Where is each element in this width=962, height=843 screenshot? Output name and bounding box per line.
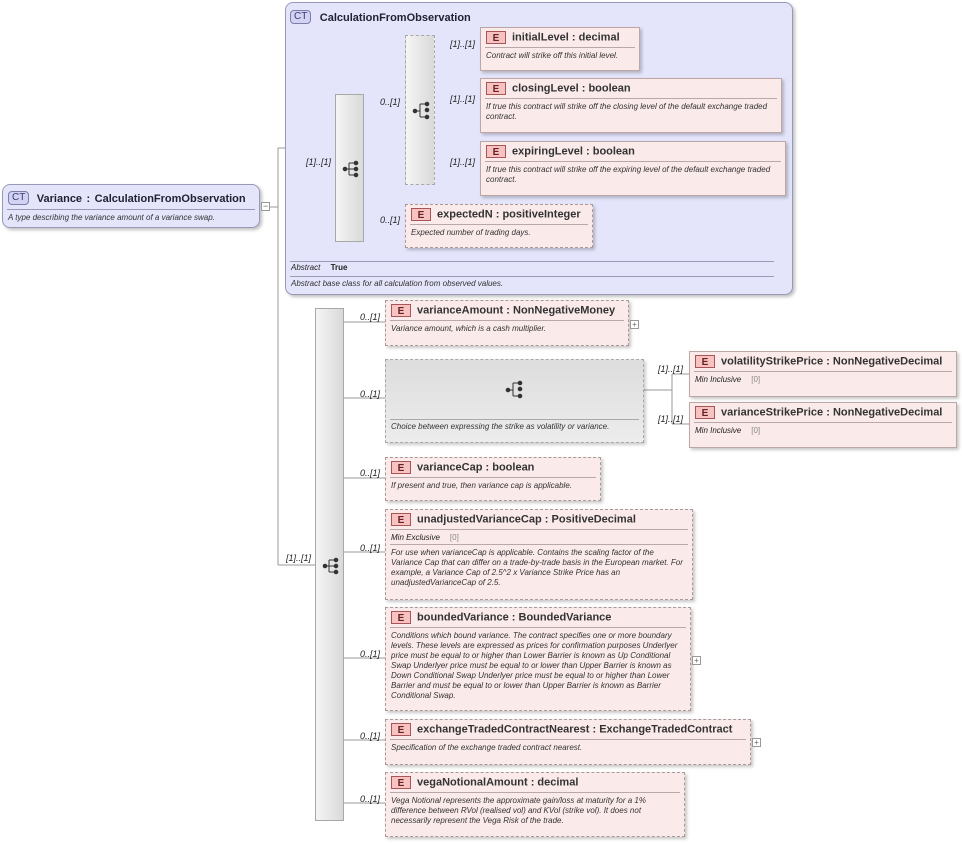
element-description: If true this contract will strike off th… bbox=[486, 102, 768, 121]
choice-icon bbox=[412, 101, 430, 120]
sequence-compositor[interactable] bbox=[335, 94, 364, 242]
sequence-icon bbox=[342, 160, 359, 178]
complex-type-icon: CT bbox=[290, 9, 312, 24]
element-icon: E bbox=[695, 355, 715, 368]
cardinality-label: 0..[1] bbox=[360, 468, 381, 478]
element-icon: E bbox=[486, 82, 506, 95]
cardinality-label: [1]..[1] bbox=[450, 157, 476, 167]
main-sequence-cardinality: [1]..[1] bbox=[286, 553, 312, 563]
collapse-icon[interactable]: − bbox=[261, 201, 270, 211]
element-description: Variance amount, which is a cash multipl… bbox=[391, 324, 547, 333]
element-icon: E bbox=[391, 723, 411, 736]
root-description: A type describing the variance amount of… bbox=[8, 213, 215, 222]
cardinality-label: 0..[1] bbox=[380, 215, 401, 225]
element-icon: E bbox=[486, 145, 506, 158]
element-icon: E bbox=[695, 406, 715, 419]
base-choice-cardinality: 0..[1] bbox=[380, 97, 401, 107]
sequence-compositor[interactable] bbox=[315, 308, 344, 821]
cardinality-label: [1]..[1] bbox=[658, 414, 684, 424]
element-description: Vega Notional represents the approximate… bbox=[391, 796, 646, 825]
facet-row: Min Exclusive[0] bbox=[391, 533, 459, 542]
expand-icon[interactable]: + bbox=[692, 656, 701, 665]
root-name: Variance bbox=[36, 193, 83, 205]
facet-row: Min Inclusive[0] bbox=[695, 426, 761, 435]
cardinality-label: 0..[1] bbox=[360, 543, 381, 553]
element-description: If true this contract will strike off th… bbox=[486, 165, 771, 184]
cardinality-label: 0..[1] bbox=[360, 389, 381, 399]
element-icon: E bbox=[391, 461, 411, 474]
choice-description: Choice between expressing the strike as … bbox=[391, 422, 610, 431]
cardinality-label: [1]..[1] bbox=[450, 39, 476, 49]
base-description: Abstract base class for all calculation … bbox=[291, 279, 504, 288]
choice-compositor[interactable] bbox=[405, 35, 435, 185]
element-description: For use when varianceCap is applicable. … bbox=[391, 548, 683, 587]
cardinality-label: 0..[1] bbox=[360, 649, 381, 659]
complex-type-icon: CT bbox=[8, 190, 30, 205]
element-icon: E bbox=[391, 611, 411, 624]
expand-icon[interactable]: + bbox=[630, 320, 639, 329]
root-type-box[interactable]: CT Variance : CalculationFromObservation… bbox=[2, 184, 260, 228]
cardinality-label: [1]..[1] bbox=[450, 94, 476, 104]
element-description: Specification of the exchange traded con… bbox=[391, 743, 583, 752]
sequence-icon bbox=[322, 557, 339, 575]
element-icon: E bbox=[391, 513, 411, 526]
cardinality-label: 0..[1] bbox=[360, 731, 381, 741]
abstract-row: Abstract True bbox=[291, 263, 347, 272]
strike-choice-compositor[interactable]: Choice between expressing the strike as … bbox=[385, 359, 644, 443]
abstract-label: Abstract bbox=[291, 263, 321, 272]
base-sequence-cardinality: [1]..[1] bbox=[306, 157, 332, 167]
element-description: Contract will strike off this initial le… bbox=[486, 51, 619, 60]
root-separator: : bbox=[86, 193, 91, 205]
facet-row: Min Inclusive[0] bbox=[695, 375, 761, 384]
element-icon: E bbox=[391, 776, 411, 789]
cardinality-label: 0..[1] bbox=[360, 794, 381, 804]
element-icon: E bbox=[486, 31, 506, 44]
abstract-value: True bbox=[330, 263, 348, 272]
cardinality-label: 0..[1] bbox=[360, 312, 381, 322]
element-icon: E bbox=[391, 304, 411, 317]
element-description: Conditions which bound variance. The con… bbox=[391, 631, 678, 700]
expand-icon[interactable]: + bbox=[752, 738, 761, 747]
element-description: Expected number of trading days. bbox=[411, 228, 531, 237]
base-type-title: CalculationFromObservation bbox=[319, 12, 471, 24]
element-icon: E bbox=[411, 208, 431, 221]
element-description: If present and true, then variance cap i… bbox=[391, 481, 572, 490]
choice-icon bbox=[505, 380, 523, 399]
root-type: CalculationFromObservation bbox=[94, 193, 246, 205]
cardinality-label: [1]..[1] bbox=[658, 364, 684, 374]
